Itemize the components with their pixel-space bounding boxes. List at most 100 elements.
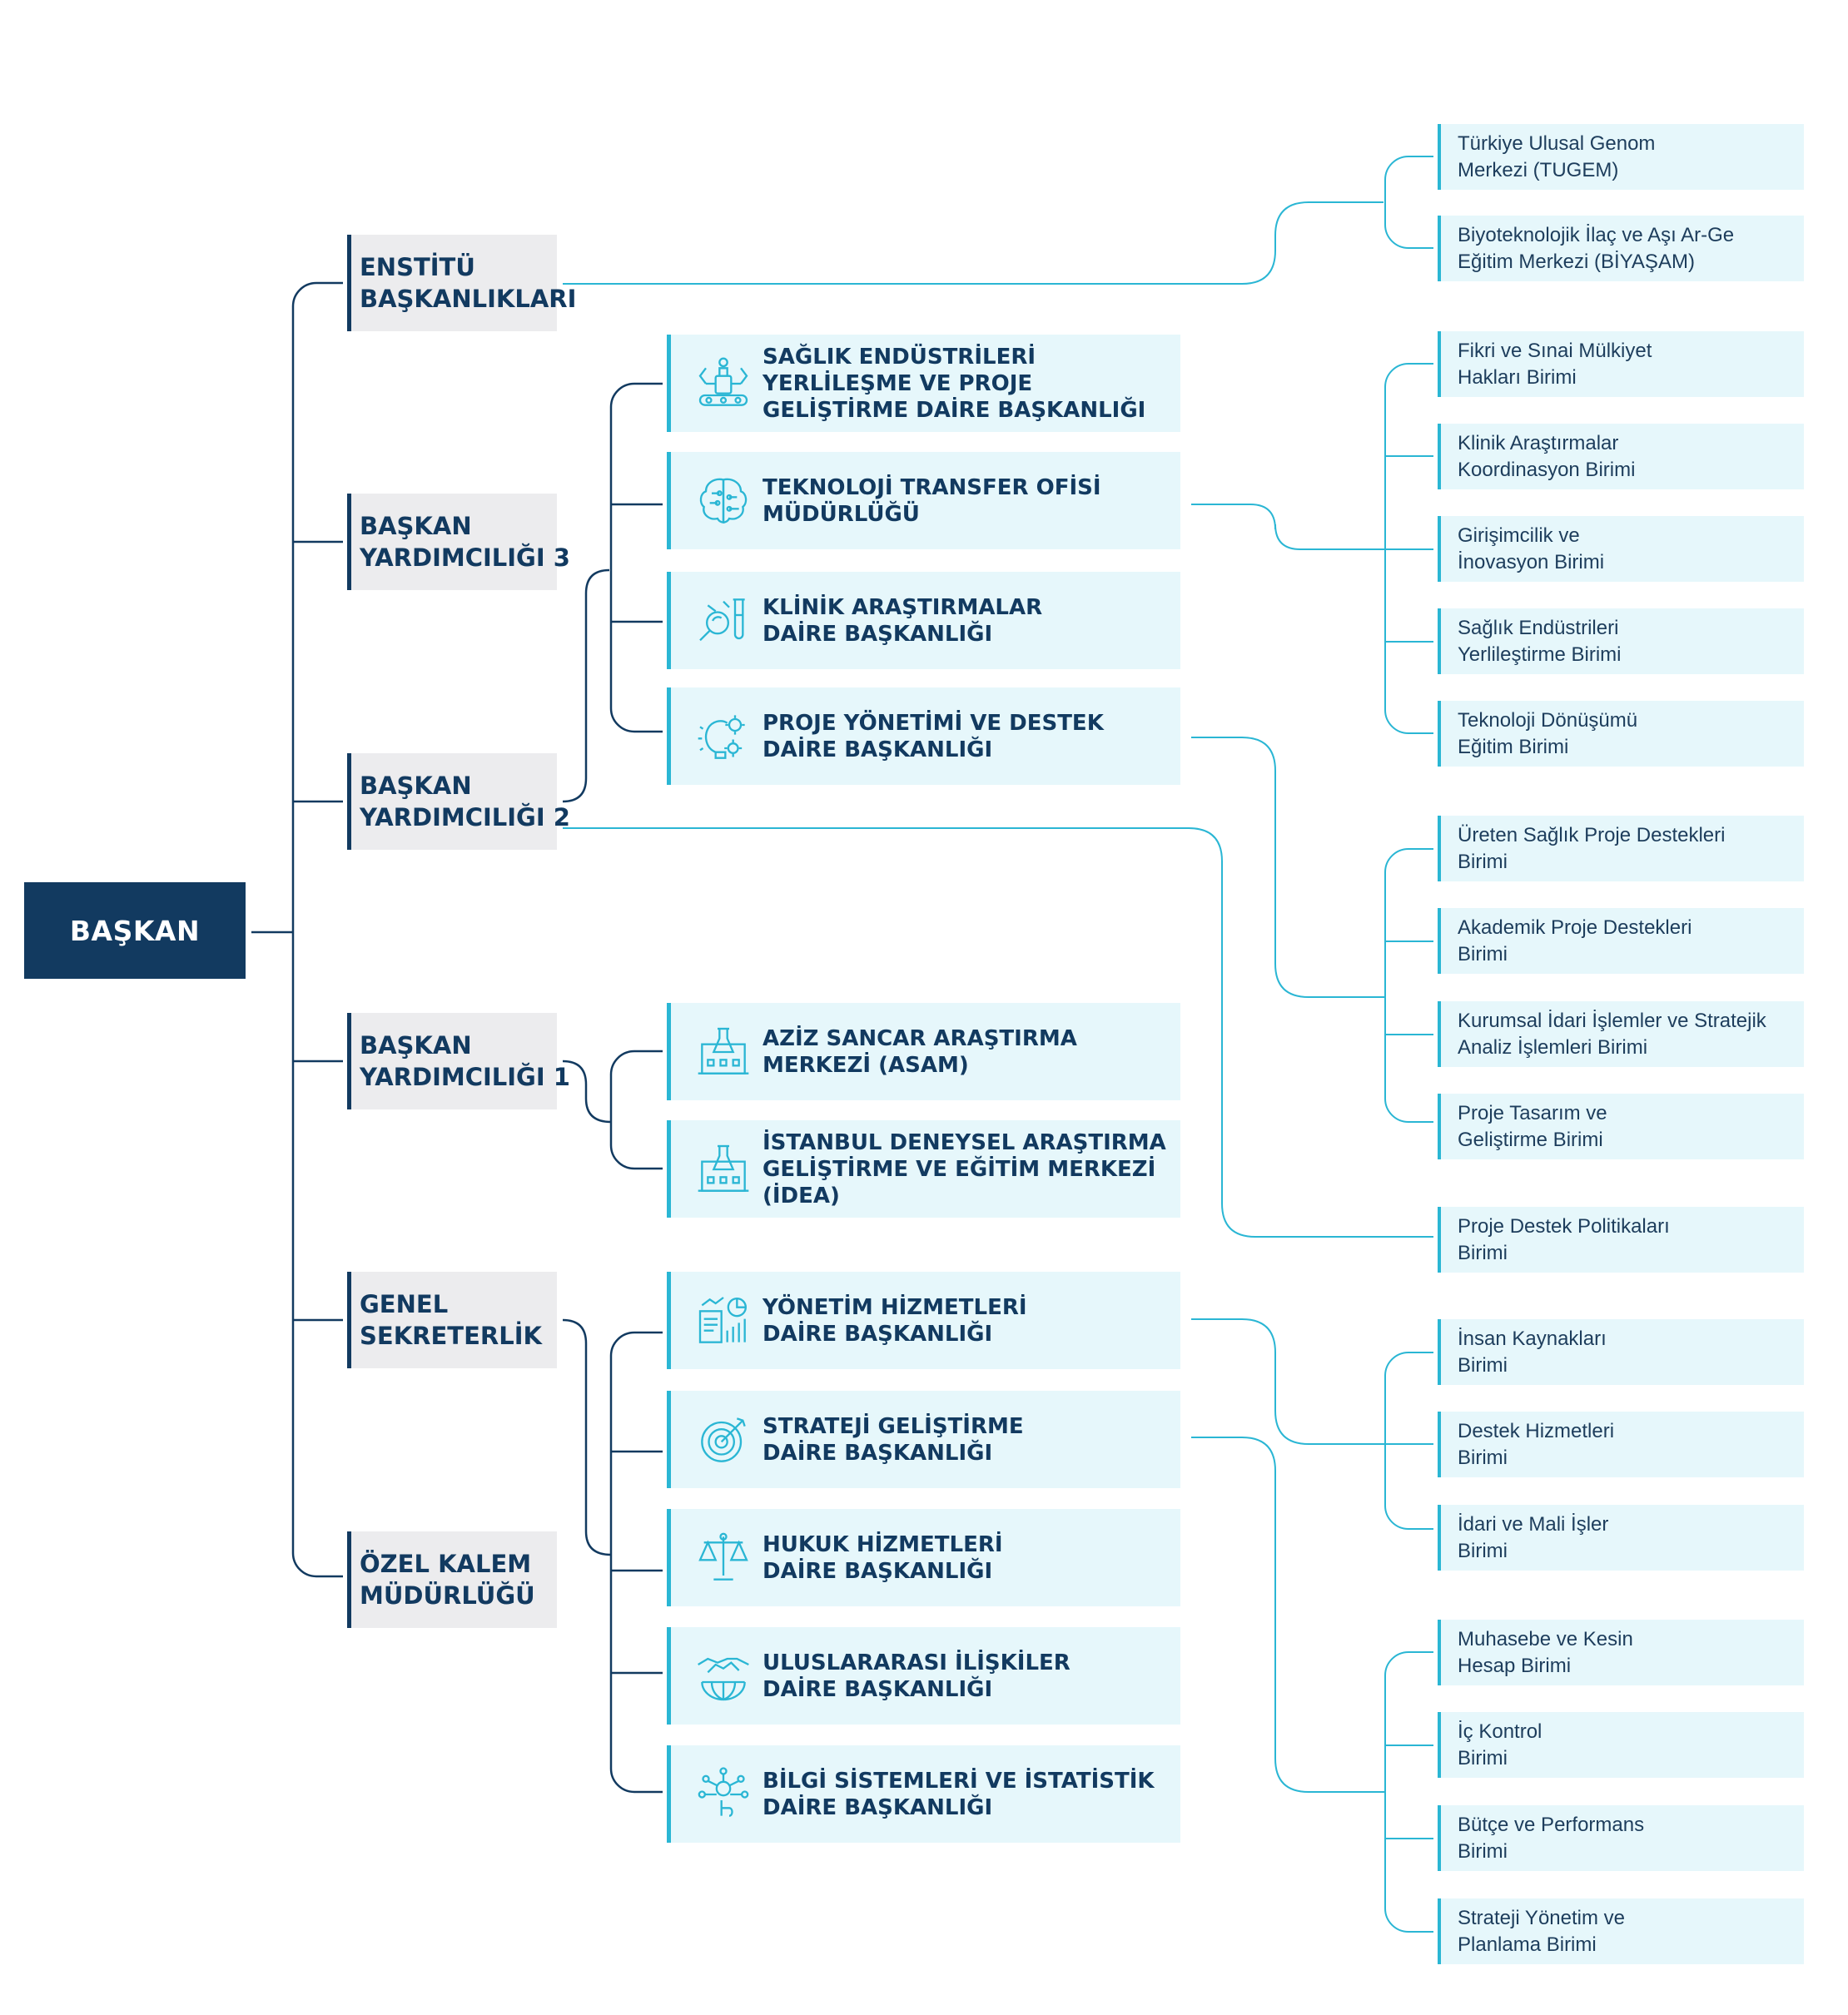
node-label-line: GELİŞTİRME VE EĞİTİM MERKEZİ [763,1156,1156,1182]
unit-label-line: Birimi [1458,1353,1508,1377]
node-label-line: (İDEA) [763,1183,840,1209]
unit-label-line: Birimi [1458,942,1508,965]
node-baskan-yardimciligi-1: BAŞKAN YARDIMCILIĞI 1 [347,1013,570,1109]
unit-label-line: Bütçe ve Performans [1458,1813,1645,1836]
node-enstitu-baskanliklari: ENSTİTÜ BAŞKANLIKLARI [347,235,577,331]
unit-label-line: Analiz İşlemleri Birimi [1458,1035,1648,1059]
scales-icon [698,1532,748,1581]
unit-label-line: İnsan Kaynakları [1458,1327,1607,1350]
management-chart-icon [698,1296,747,1343]
unit-label-line: Birimi [1458,1539,1508,1562]
node-label-line: BAŞKAN [360,772,472,800]
node-label-line: GENEL [360,1290,449,1318]
unit-label-line: Türkiye Ulusal Genom [1458,132,1656,155]
robot-arm-icon [698,357,748,406]
unit-biyasam: Biyoteknolojik İlaç ve Aşı Ar-Ge Eğitim … [1438,216,1804,281]
node-label-line: DAİRE BAŞKANLIĞI [763,1321,993,1347]
node-label-line: SEKRETERLİK [360,1322,542,1350]
unit-label-line: Fikri ve Sınai Mülkiyet [1458,339,1652,362]
unit-label-line: Merkezi (TUGEM) [1458,158,1619,181]
node-aziz-sancar-arastirma: AZİZ SANCAR ARAŞTIRMA MERKEZİ (ASAM) [667,1003,1180,1100]
node-baskan-yardimciligi-2: BAŞKAN YARDIMCILIĞI 2 [347,753,570,850]
unit-insan-kaynaklari: İnsan Kaynakları Birimi [1438,1319,1804,1385]
unit-label-line: Sağlık Endüstrileri [1458,616,1619,639]
node-label-line: KLİNİK ARAŞTIRMALAR [763,594,1043,620]
node-label-line: BİLGİ SİSTEMLERİ VE İSTATİSTİK [763,1768,1155,1794]
node-bilgi-sistemleri: BİLGİ SİSTEMLERİ VE İSTATİSTİK DAİRE BAŞ… [667,1745,1180,1843]
node-label-line: BAŞKAN [360,1031,472,1060]
unit-label-line: Kurumsal İdari İşlemler ve Stratejik [1458,1009,1766,1032]
unit-butce-performans: Bütçe ve Performans Birimi [1438,1805,1804,1871]
unit-label-line: Proje Tasarım ve [1458,1101,1607,1124]
unit-ureten-saglik-proje: Üreten Sağlık Proje Destekleri Birimi [1438,816,1804,881]
node-klinik-arastirmalar-daire: KLİNİK ARAŞTIRMALAR DAİRE BAŞKANLIĞI [667,572,1180,669]
unit-label-line: Klinik Araştırmalar [1458,431,1619,454]
unit-label-line: Birimi [1458,1839,1508,1863]
unit-label-line: Eğitim Merkezi (BİYAŞAM) [1458,250,1695,273]
research-building-icon [698,1027,749,1075]
unit-muhasebe-kesin-hesap: Muhasebe ve Kesin Hesap Birimi [1438,1620,1804,1685]
node-label-line: AZİZ SANCAR ARAŞTIRMA [763,1025,1077,1051]
node-teknoloji-transfer-ofisi: TEKNOLOJİ TRANSFER OFİSİ MÜDÜRLÜĞÜ [667,452,1180,549]
node-label-line: ULUSLARARASI İLİŞKİLER [763,1650,1071,1675]
node-label-line: STRATEJİ GELİŞTİRME [763,1413,1024,1439]
unit-label-line: Birimi [1458,1446,1508,1469]
target-icon [701,1417,746,1462]
unit-label-line: Biyoteknolojik İlaç ve Aşı Ar-Ge [1458,223,1735,246]
unit-label-line: Hakları Birimi [1458,365,1577,389]
unit-label-line: Proje Destek Politikaları [1458,1214,1670,1238]
unit-fikri-sinai-mulkiyet: Fikri ve Sınai Mülkiyet Hakları Birimi [1438,331,1804,397]
node-label-line: YARDIMCILIĞI 2 [360,803,570,831]
unit-label-line: Koordinasyon Birimi [1458,458,1636,481]
node-label-line: BAŞKANLIKLARI [360,285,577,313]
node-label-line: YÖNETİM HİZMETLERİ [763,1294,1027,1320]
node-label-line: SAĞLIK ENDÜSTRİLERİ [763,344,1036,370]
unit-klinik-arastirmalar-koordinasyon: Klinik Araştırmalar Koordinasyon Birimi [1438,424,1804,489]
node-label-line: YERLİLEŞME VE PROJE [763,370,1033,396]
node-saglik-endustrileri-daire: SAĞLIK ENDÜSTRİLERİ YERLİLEŞME VE PROJE … [667,335,1180,432]
root-label: BAŞKAN [69,914,201,947]
node-label-line: ENSTİTÜ [360,253,475,281]
unit-proje-tasarim: Proje Tasarım ve Geliştirme Birimi [1438,1094,1804,1159]
node-label-line: İSTANBUL DENEYSEL ARAŞTIRMA [763,1129,1166,1155]
unit-label-line: Strateji Yönetim ve [1458,1906,1625,1929]
unit-label-line: Akademik Proje Destekleri [1458,916,1692,939]
unit-tugem: Türkiye Ulusal Genom Merkezi (TUGEM) [1438,124,1804,190]
node-label-line: BAŞKAN [360,512,472,540]
node-proje-yonetimi-destek: PROJE YÖNETİMİ VE DESTEK DAİRE BAŞKANLIĞ… [667,687,1180,785]
unit-label-line: Geliştirme Birimi [1458,1128,1603,1151]
unit-label-line: Girişimcilik ve [1458,524,1580,547]
node-label-line: DAİRE BAŞKANLIĞI [763,1440,993,1466]
unit-teknoloji-donusumu: Teknoloji Dönüşümü Eğitim Birimi [1438,701,1804,767]
node-label-line: DAİRE BAŞKANLIĞI [763,1794,993,1820]
unit-label-line: Planlama Birimi [1458,1933,1597,1956]
node-label-line: MERKEZİ (ASAM) [763,1052,969,1078]
node-label-line: DAİRE BAŞKANLIĞI [763,621,993,647]
node-strateji-gelistirme: STRATEJİ GELİŞTİRME DAİRE BAŞKANLIĞI [667,1391,1180,1488]
unit-label-line: Teknoloji Dönüşümü [1458,708,1638,732]
unit-label-line: Hesap Birimi [1458,1654,1572,1677]
unit-saglik-endustrileri-yerlilestirme: Sağlık Endüstrileri Yerlileştirme Birimi [1438,608,1804,674]
unit-label-line: İdari ve Mali İşler [1458,1512,1609,1536]
unit-label-line: Muhasebe ve Kesin [1458,1627,1633,1650]
node-label-line: HUKUK HİZMETLERİ [763,1531,1003,1557]
handshake-globe-icon [698,1657,749,1700]
unit-label-line: Birimi [1458,1746,1508,1769]
unit-kurumsal-idari-islemler: Kurumsal İdari İşlemler ve Stratejik Ana… [1438,1001,1804,1067]
unit-akademik-proje: Akademik Proje Destekleri Birimi [1438,908,1804,974]
node-label-line: PROJE YÖNETİMİ VE DESTEK [763,710,1104,736]
unit-proje-destek-politikalari: Proje Destek Politikaları Birimi [1438,1207,1804,1273]
node-label-line: YARDIMCILIĞI 1 [360,1063,570,1091]
unit-label-line: Birimi [1458,850,1508,873]
idea-gear-icon [698,714,745,759]
node-yonetim-hizmetleri: YÖNETİM HİZMETLERİ DAİRE BAŞKANLIĞI [667,1272,1180,1369]
node-genel-sekreterlik: GENEL SEKRETERLİK [347,1272,557,1368]
node-label-line: YARDIMCILIĞI 3 [360,543,570,572]
unit-label-line: Destek Hizmetleri [1458,1419,1615,1442]
node-hukuk-hizmetleri: HUKUK HİZMETLERİ DAİRE BAŞKANLIĞI [667,1509,1180,1606]
node-label-line: MÜDÜRLÜĞÜ [763,501,920,527]
root-node: BAŞKAN [24,882,246,979]
node-istanbul-deneysel-arastirma: İSTANBUL DENEYSEL ARAŞTIRMA GELİŞTİRME V… [667,1120,1180,1218]
unit-idari-mali-isler: İdari ve Mali İşler Birimi [1438,1505,1804,1571]
lab-research-icon [699,598,745,641]
